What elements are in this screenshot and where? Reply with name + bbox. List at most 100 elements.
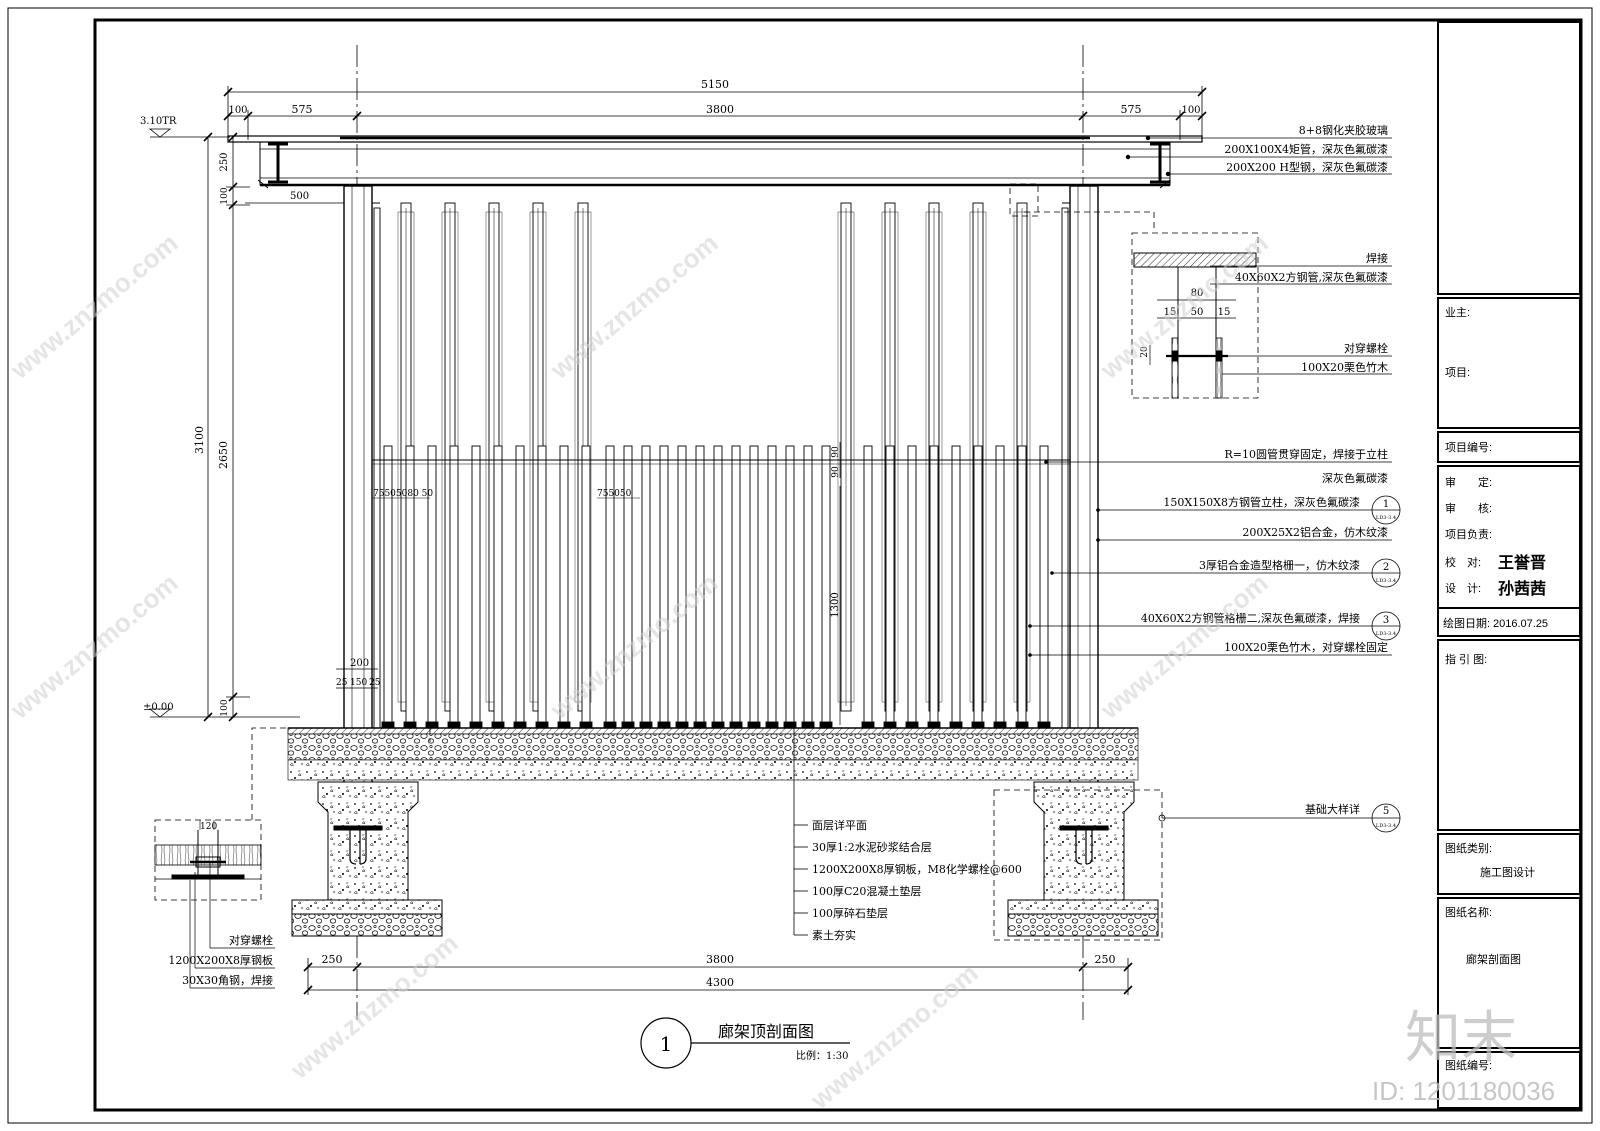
callout-text: 100X20栗色竹木，对穿螺栓固定 — [1224, 640, 1388, 654]
inset-dim-50: 50 — [1191, 307, 1204, 318]
short-grille-fin — [1039, 445, 1049, 729]
callout-text: 40X60X2方钢管格栅二,深灰色氟碳漆，焊接 — [1141, 611, 1360, 625]
dim-post-150: 150 — [350, 678, 367, 688]
fin-base — [711, 721, 725, 729]
fin-base — [603, 721, 617, 729]
foundation-callout-sheet: LD3-3.4 — [1376, 823, 1396, 829]
inset-weld: 焊接 — [1366, 251, 1388, 265]
dim-top-seg-2: 575 — [292, 103, 313, 116]
watermark-brand: 知末 — [1405, 1006, 1517, 1069]
callout-dot — [1050, 571, 1054, 575]
fin-base — [535, 721, 549, 729]
tb-proof-signature: 王誉晋 — [1498, 553, 1546, 572]
drawing-title: 1 廊架顶剖面图 比例：1:30 — [640, 1017, 850, 1069]
callout-text: 200X25X2铝合金，仿木纹漆 — [1242, 525, 1388, 539]
fin-base — [491, 721, 505, 729]
fin-base — [513, 721, 527, 729]
drawing-name: 廊架顶剖面图 — [718, 1022, 814, 1041]
layer-label: 面层详平面 — [812, 818, 867, 832]
watermark-site-2: www.znzmo.com — [544, 228, 724, 386]
dim-bottom-250a: 250 — [322, 953, 343, 966]
dim-bottom-3800: 3800 — [706, 953, 734, 966]
fin-base — [579, 721, 593, 729]
callout-h-beam: 200X200 H型钢，深灰色氟碳漆 — [1226, 160, 1388, 174]
tb-design-label: 设 计: — [1445, 582, 1481, 595]
dim-cantilever: 500 — [290, 191, 309, 202]
callout-dot — [1044, 460, 1048, 464]
left-footing — [317, 781, 419, 901]
dim-post-25a: 25 — [336, 678, 348, 688]
layer-label: 100厚碎石垫层 — [812, 906, 888, 920]
foundation-callout-tag: 5 — [1383, 806, 1389, 817]
tb-project-no-label: 项目编号: — [1445, 440, 1492, 454]
post-dims — [336, 668, 378, 689]
callout-tag-number: 2 — [1383, 562, 1389, 573]
dim-top-seg-4: 575 — [1121, 103, 1142, 116]
left-label-plate: 1200X200X8厚钢板 — [168, 953, 273, 967]
end-strip-right — [1061, 207, 1069, 729]
dim-gap-1: 90 — [831, 446, 841, 458]
fin-base — [729, 721, 743, 729]
h-beam — [259, 141, 1171, 186]
fin-base — [747, 721, 761, 729]
dim-gap-2: 90 — [831, 466, 841, 478]
right-footing — [1033, 781, 1135, 901]
fin-base — [765, 721, 779, 729]
dim-left-250: 250 — [219, 152, 230, 171]
short-grille-fin — [493, 445, 503, 729]
dim-bottom-total: 4300 — [706, 976, 734, 989]
top-dimensions — [223, 86, 1207, 140]
short-grille-fin — [973, 445, 983, 729]
inset-wood: 100X20栗色竹木 — [1301, 360, 1388, 374]
tb-guide-label: 指 引 图: — [1445, 652, 1487, 666]
short-grille-fin — [471, 445, 481, 729]
dim-left-2650: 2650 — [217, 441, 230, 469]
short-grille-fin — [767, 445, 777, 729]
callout-tag-number: 3 — [1383, 615, 1389, 626]
left-post — [343, 185, 373, 829]
grille-group — [373, 202, 1069, 729]
watermark-id: ID: 1201180036 — [1372, 1076, 1555, 1106]
fin-base — [993, 721, 1007, 729]
bamboo-face — [837, 211, 855, 703]
short-grille-fin — [907, 445, 917, 729]
gravel-bed — [287, 733, 1139, 761]
callout-dot — [1096, 508, 1100, 512]
drawing-scale: 比例：1:30 — [796, 1049, 848, 1062]
fin-base — [657, 721, 671, 729]
mortar-layer — [287, 727, 1139, 735]
inset-tube: 40X60X2方钢管,深灰色氟碳漆 — [1235, 270, 1388, 284]
callout-glass: 8+8钢化夹胶玻璃 — [1299, 123, 1388, 137]
fin-base — [693, 721, 707, 729]
detail-boxes — [251, 183, 1163, 941]
callout-tag-number: 1 — [1383, 499, 1389, 510]
fin-base — [927, 721, 941, 729]
short-grille-fin — [1017, 445, 1027, 729]
short-grille-fin — [995, 445, 1005, 729]
title-block: 业主: 项目: 项目编号: 审 定: 审 核: 项目负责: 校 对: 王誉晋 设… — [1437, 21, 1581, 1109]
short-grille-fin — [731, 445, 741, 729]
tb-owner-label: 业主: — [1445, 306, 1470, 319]
dim-left-100a: 100 — [220, 187, 230, 204]
tb-review-label: 审 定: — [1445, 475, 1492, 489]
steel-posts — [343, 185, 1099, 829]
callout-dot — [1028, 653, 1032, 657]
tb-name-label: 图纸名称: — [1445, 905, 1492, 919]
tb-category-value: 施工图设计 — [1480, 866, 1535, 879]
detail-inset — [1131, 232, 1392, 399]
short-grille-fin — [449, 445, 459, 729]
watermark-site-7: www.znzmo.com — [284, 928, 464, 1086]
inset-dim-15b: 15 — [1218, 307, 1231, 318]
fin-base — [639, 721, 653, 729]
callout-tag-sheet: LD3-3.4 — [1376, 631, 1396, 637]
tb-date-value: 2016.07.25 — [1493, 618, 1548, 630]
short-grille-fin — [785, 445, 795, 729]
tb-date-label: 绘图日期: — [1443, 616, 1490, 630]
short-grille-fin — [863, 445, 873, 729]
roof-callouts — [1125, 135, 1392, 177]
bottom-dimensions — [303, 958, 1133, 995]
callout-text: 150X150X8方钢管立柱，深灰色氟碳漆 — [1163, 495, 1360, 509]
dim-lattice-b: 755050 — [597, 489, 632, 499]
fin-base — [469, 721, 483, 729]
callout-dot — [1096, 538, 1100, 542]
